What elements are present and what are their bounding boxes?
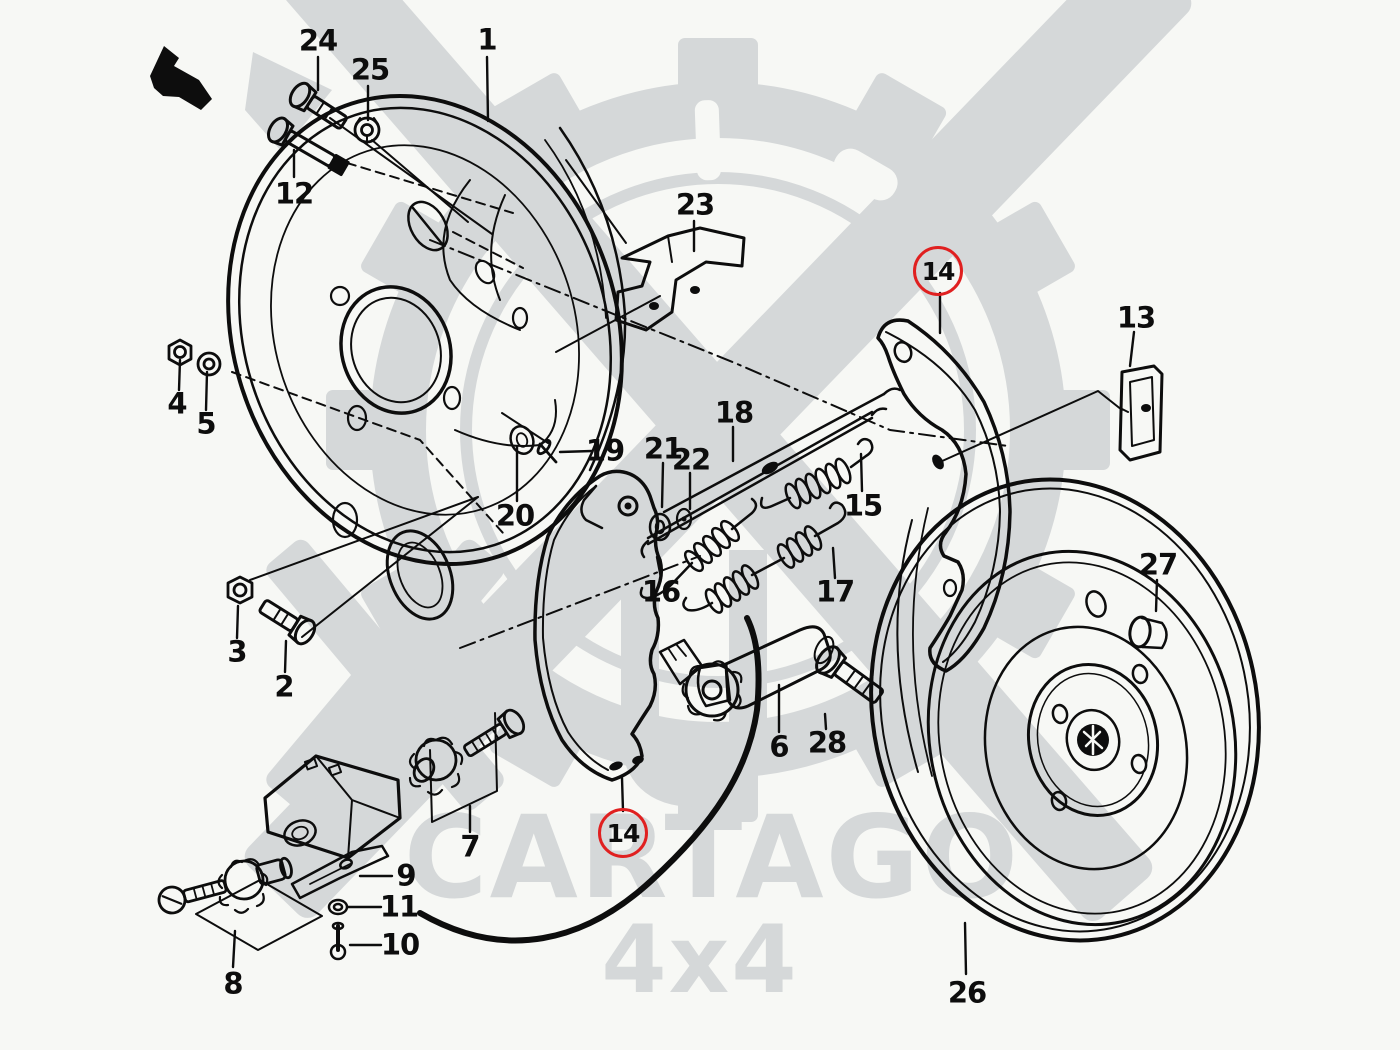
- nut-3: [226, 575, 254, 605]
- nut-25: [353, 116, 381, 144]
- lever-9: [290, 844, 390, 900]
- washer-11: [327, 898, 349, 916]
- direction-arrow-icon: [150, 46, 212, 110]
- bolt-12: [267, 116, 350, 177]
- sword-tip-icon: [245, 52, 332, 152]
- adjuster-6: [658, 625, 835, 722]
- brake-shoe-left: [533, 469, 664, 782]
- spring-15: [759, 437, 874, 510]
- bracket-23: [614, 226, 746, 332]
- bolt-2: [258, 599, 317, 646]
- gear-ring-icon: [326, 38, 1110, 822]
- pin-19: [536, 438, 558, 464]
- wheel-cylinder: [263, 754, 402, 860]
- backing-plate: [226, 94, 627, 621]
- bleeder-kit-7: [408, 708, 526, 823]
- adjuster-kit-8: [157, 856, 323, 951]
- brake-drum: [869, 477, 1261, 943]
- spring-16: [639, 497, 758, 600]
- watermark-sub: 4x4: [601, 906, 798, 1015]
- strut-rod-18: [640, 387, 902, 559]
- brake-shoe-right: [876, 318, 1012, 673]
- bolt-28: [815, 645, 884, 704]
- plug-27: [1128, 615, 1168, 650]
- pin-10: [329, 921, 347, 961]
- block-13: [1118, 364, 1164, 462]
- brake-cable: [417, 615, 762, 944]
- washer-5: [196, 351, 222, 377]
- leader-lines: [177, 55, 1159, 976]
- bolt-24: [288, 81, 348, 130]
- spring-17: [682, 501, 847, 614]
